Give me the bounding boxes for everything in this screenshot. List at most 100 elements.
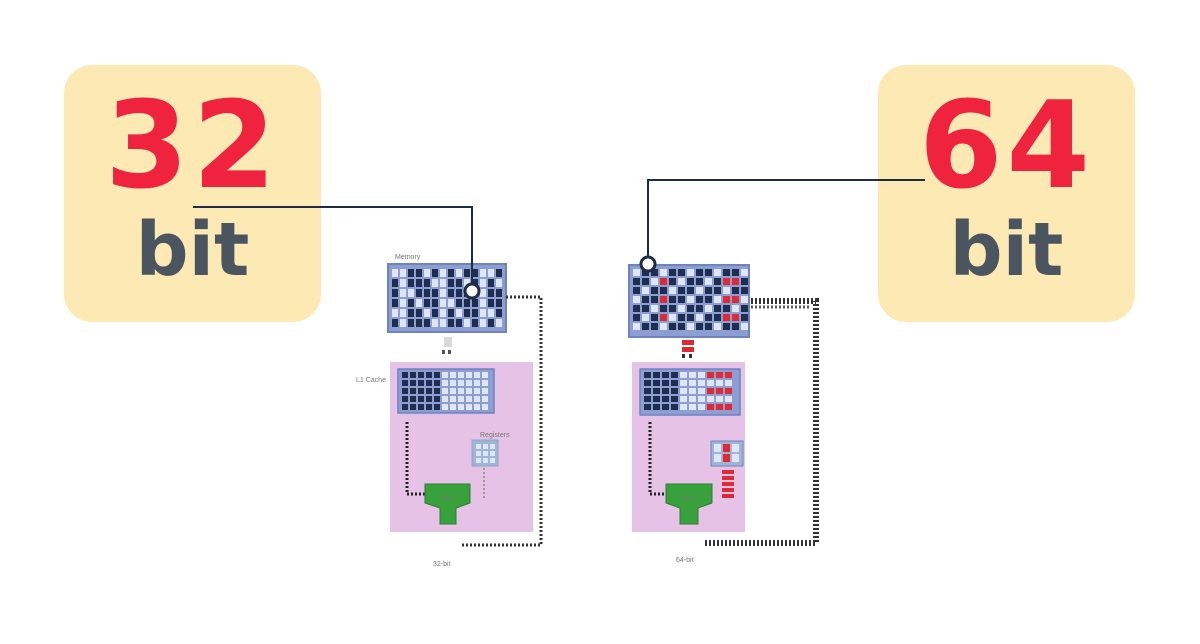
diagram-cell [707, 396, 714, 402]
diagram-cell [400, 289, 406, 297]
diagram-cell [496, 279, 502, 287]
diagram-cell [723, 323, 730, 330]
diagram-cell [680, 396, 687, 402]
diagram-cell [660, 278, 667, 285]
diagram-cell [480, 269, 486, 277]
diagram-cell [402, 404, 408, 410]
diagram-cell [472, 269, 478, 277]
diagram-cell [696, 323, 703, 330]
diagram-cell [705, 314, 712, 321]
diagram-cell [732, 314, 739, 321]
diagram-cell [698, 396, 705, 402]
diagram-cell [642, 287, 649, 294]
diagram-cell [482, 396, 488, 402]
diagram-cell [660, 296, 667, 303]
diagram-cell [426, 388, 432, 394]
diagram-cell [678, 269, 685, 276]
diagram-cell [432, 289, 438, 297]
diagram-cell [705, 323, 712, 330]
diagram-cell [432, 269, 438, 277]
connector-line-64 [647, 179, 925, 258]
diagram-cell [651, 296, 658, 303]
diagram-cell [476, 444, 481, 449]
diagram-cell [698, 404, 705, 410]
diagram-cell [418, 404, 424, 410]
diagram-cell [450, 396, 456, 402]
diagram-cell [424, 289, 430, 297]
diagram-cell [678, 287, 685, 294]
diagram-cell [714, 305, 721, 312]
diagram-cell [741, 296, 748, 303]
diagram-cell [440, 289, 446, 297]
diagram-cell [678, 314, 685, 321]
right-architecture: ALU 64-bit [628, 264, 819, 564]
diagram-cell [723, 305, 730, 312]
diagram-cell [434, 404, 440, 410]
diagram-cell [416, 319, 422, 327]
diagram-cell [696, 287, 703, 294]
diagram-cell [450, 372, 456, 378]
diagram-cell [696, 278, 703, 285]
diagram-cell [723, 444, 730, 452]
diagram-cell [714, 314, 721, 321]
diagram-cell [716, 372, 723, 378]
diagram-cell [488, 309, 494, 317]
diagram-cell [483, 444, 488, 449]
diagram-cell [696, 269, 703, 276]
diagram-cell [741, 269, 748, 276]
diagram-cell [448, 269, 454, 277]
diagram-cell [725, 396, 732, 402]
badge-32-bit: 32 bit [64, 65, 321, 322]
diagram-cell [458, 404, 464, 410]
diagram-cell [642, 305, 649, 312]
diagram-cell [392, 289, 398, 297]
connector-dot-32 [463, 282, 481, 300]
bus-connector [682, 340, 694, 345]
diagram-cell [689, 396, 696, 402]
diagram-cell [456, 319, 462, 327]
diagram-cell [723, 269, 730, 276]
diagram-cell [464, 299, 470, 307]
diagram-cell [400, 319, 406, 327]
diagram-cell [408, 319, 414, 327]
diagram-cell [651, 305, 658, 312]
diagram-cell [482, 404, 488, 410]
diagram-cell [402, 372, 408, 378]
diagram-cell [722, 488, 734, 492]
diagram-cell [392, 269, 398, 277]
diagram-cell [633, 269, 640, 276]
diagram-cell [671, 372, 678, 378]
memory-bus [462, 295, 543, 547]
right-caption: 64-bit [676, 557, 694, 564]
diagram-cell [450, 388, 456, 394]
diagram-cell [687, 278, 694, 285]
diagram-cell [464, 279, 470, 287]
diagram-cell [732, 454, 739, 462]
diagram-cell [496, 299, 502, 307]
diagram-cell [392, 279, 398, 287]
diagram-cell [482, 372, 488, 378]
diagram-cell [474, 372, 480, 378]
diagram-cell [644, 380, 651, 386]
diagram-cell [725, 388, 732, 394]
bus-connector [444, 337, 452, 347]
diagram-cell [696, 314, 703, 321]
diagram-cell [442, 404, 448, 410]
diagram-cell [496, 319, 502, 327]
diagram-cell [474, 404, 480, 410]
diagram-cell [440, 269, 446, 277]
diagram-cell [456, 269, 462, 277]
diagram-cell [448, 299, 454, 307]
diagram-cell [689, 404, 696, 410]
diagram-cell [434, 380, 440, 386]
diagram-cell [662, 388, 669, 394]
diagram-cell [410, 388, 416, 394]
diagram-cell [432, 309, 438, 317]
diagram-cell [689, 372, 696, 378]
bus-path [405, 422, 425, 496]
diagram-cell [723, 278, 730, 285]
badge-unit: bit [949, 207, 1064, 293]
diagram-cell [669, 305, 676, 312]
diagram-cell [633, 278, 640, 285]
diagram-cell [642, 278, 649, 285]
